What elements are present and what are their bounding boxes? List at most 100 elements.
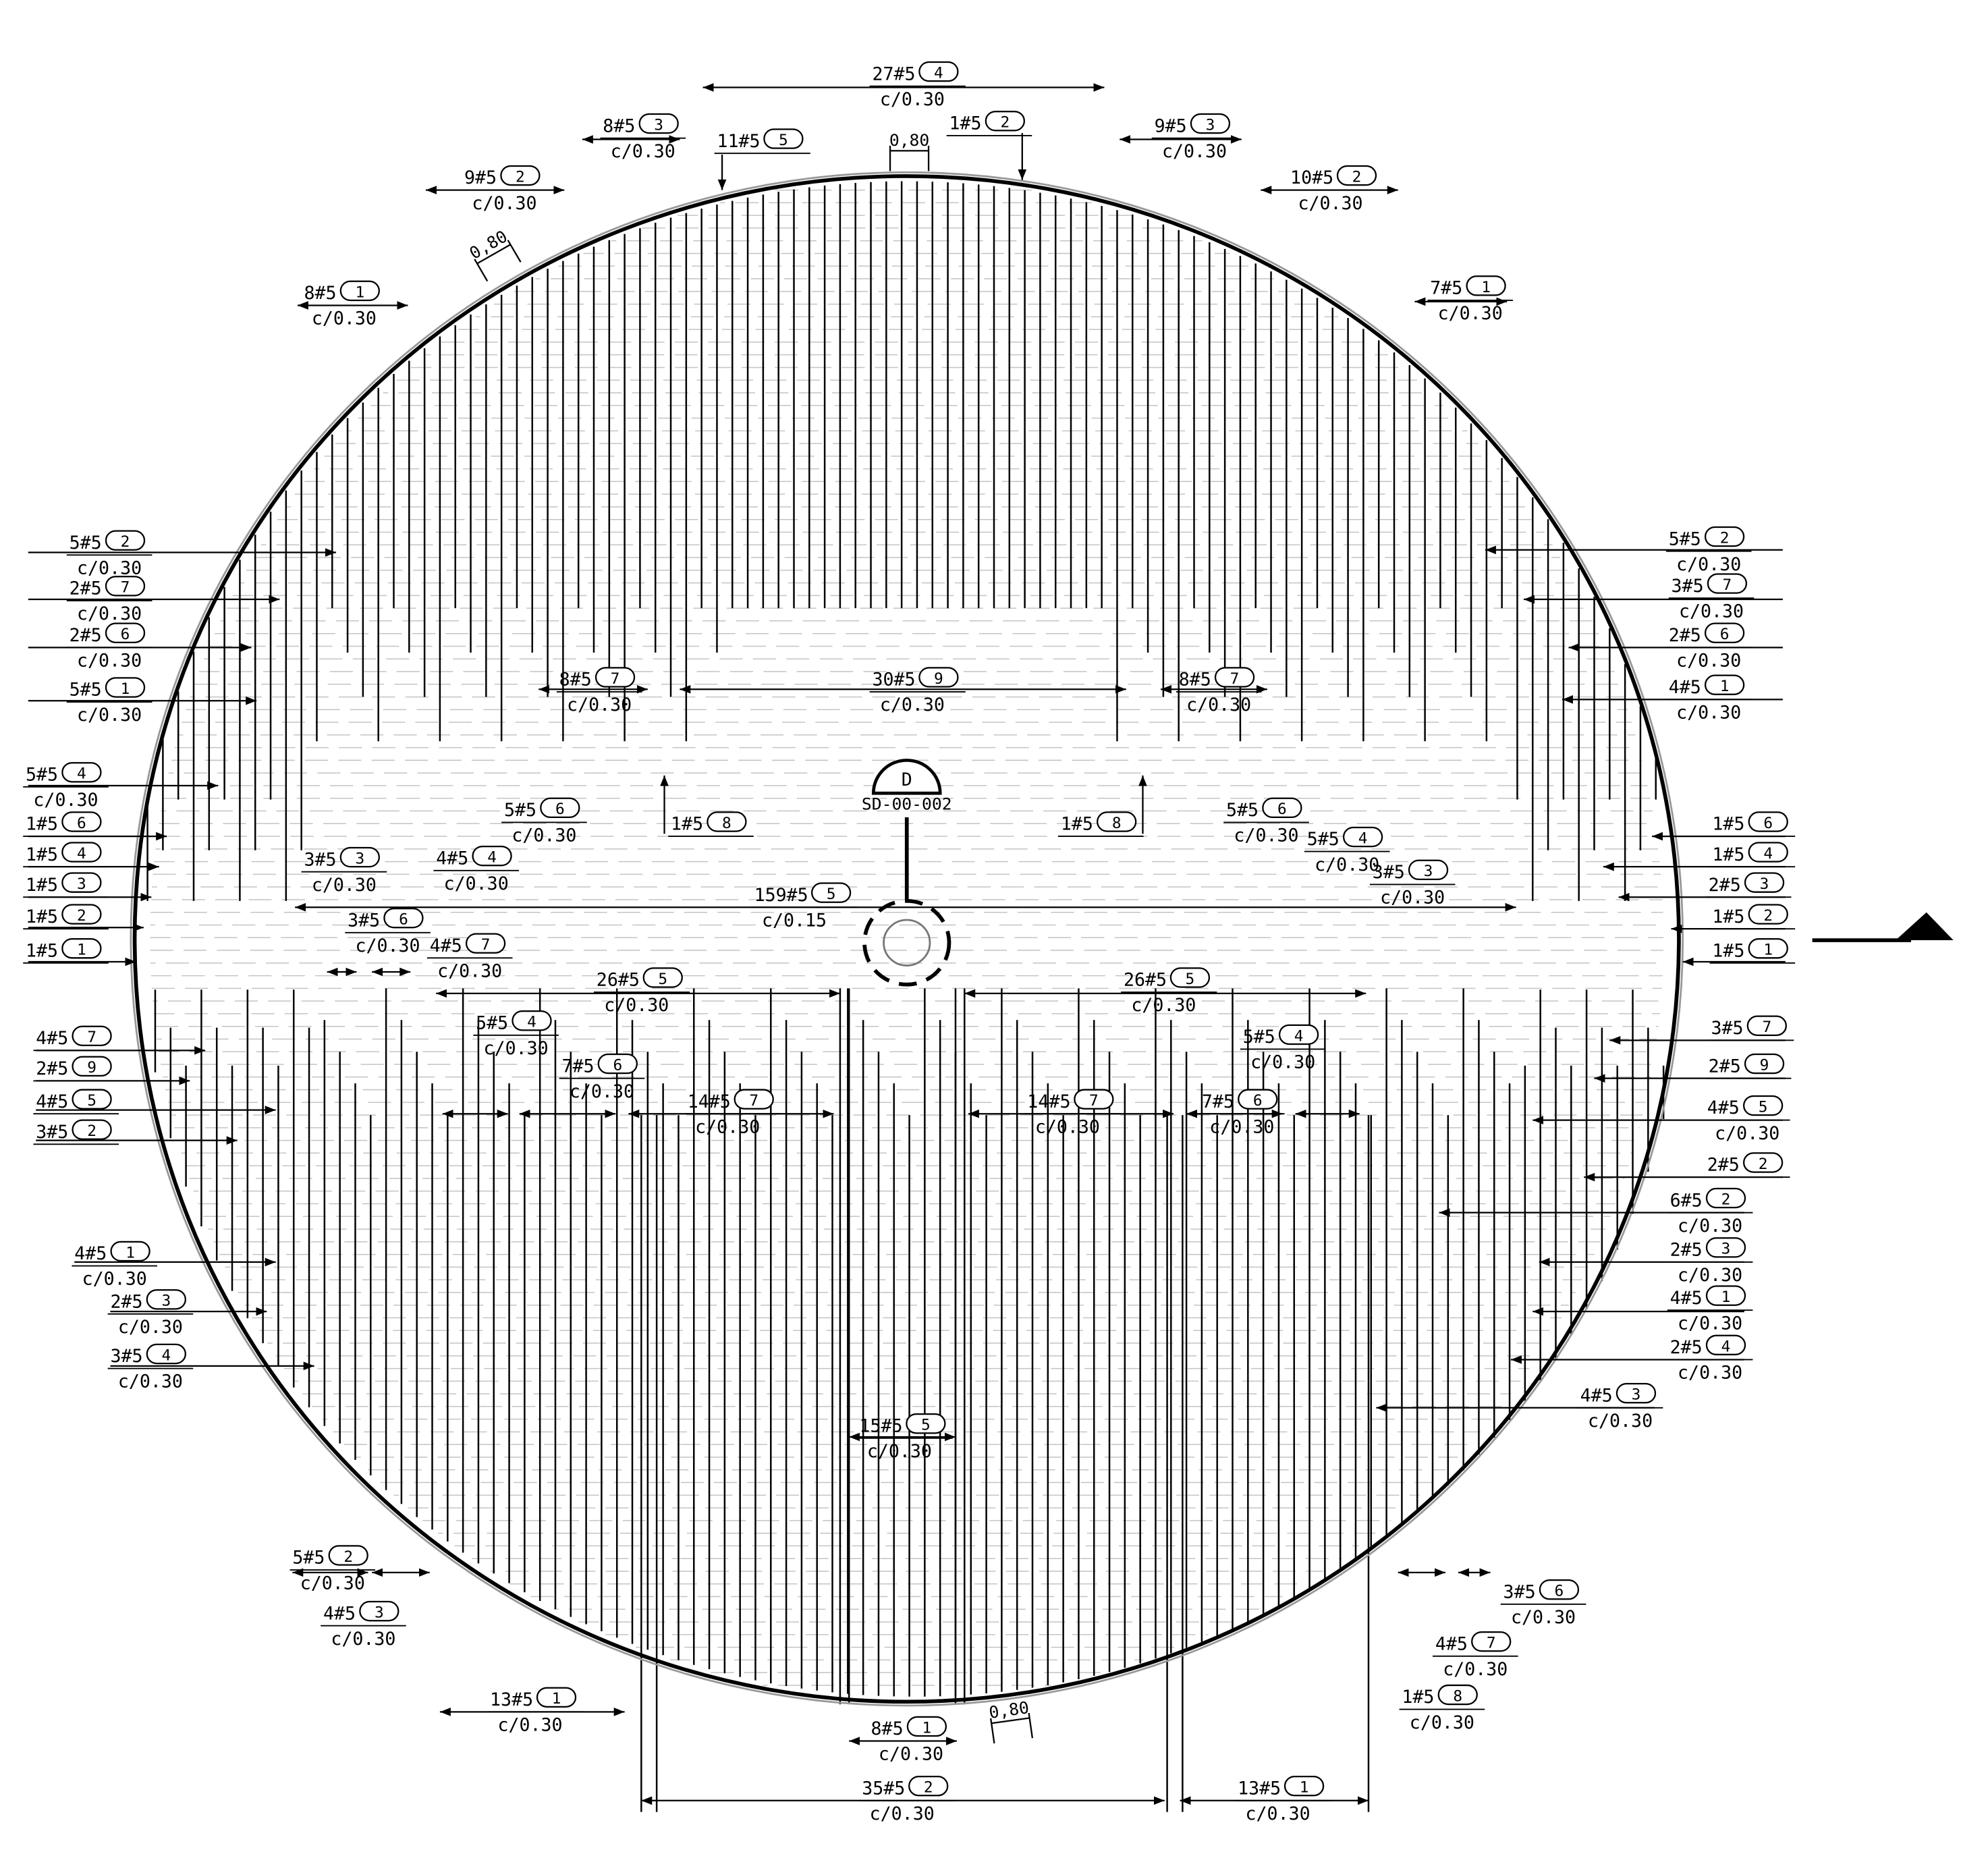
- bar-quantity-size: 13#5: [1238, 1778, 1281, 1799]
- bar-mark-number: 1: [1300, 1779, 1309, 1797]
- bar-spacing: c/0.30: [82, 1269, 147, 1290]
- bar-quantity-size: 1#5: [1712, 941, 1744, 962]
- bar-mark-number: 4: [1294, 1027, 1304, 1045]
- bar-spacing: c/0.30: [1380, 888, 1445, 908]
- bar-mark-number: 3: [1632, 1386, 1641, 1404]
- bar-mark-pill: [1744, 1053, 1785, 1074]
- bar-spacing: c/0.30: [1588, 1411, 1653, 1432]
- bar-spacing: c/0.30: [118, 1371, 183, 1392]
- bar-mark-pill: [1471, 1631, 1512, 1652]
- bar-spacing: c/0.30: [1162, 141, 1227, 162]
- bar-quantity-size: 1#5: [671, 814, 703, 835]
- bar-spacing: c/0.30: [1443, 1659, 1508, 1680]
- bar-mark-pill: [918, 61, 959, 82]
- bar-mark-number: 4: [77, 765, 86, 783]
- bar-quantity-size: 5#5: [1307, 829, 1340, 850]
- section-marker[interactable]: D SD-00-002: [862, 759, 952, 814]
- bar-mark-number: 4: [161, 1347, 171, 1365]
- bar-spacing: c/0.30: [77, 558, 142, 579]
- bar-spacing: c/0.30: [1678, 1216, 1742, 1236]
- slab-edge: [132, 174, 1681, 1704]
- bar-quantity-size: 1#5: [1712, 906, 1744, 927]
- bar-quantity-size: 4#5: [1435, 1634, 1468, 1655]
